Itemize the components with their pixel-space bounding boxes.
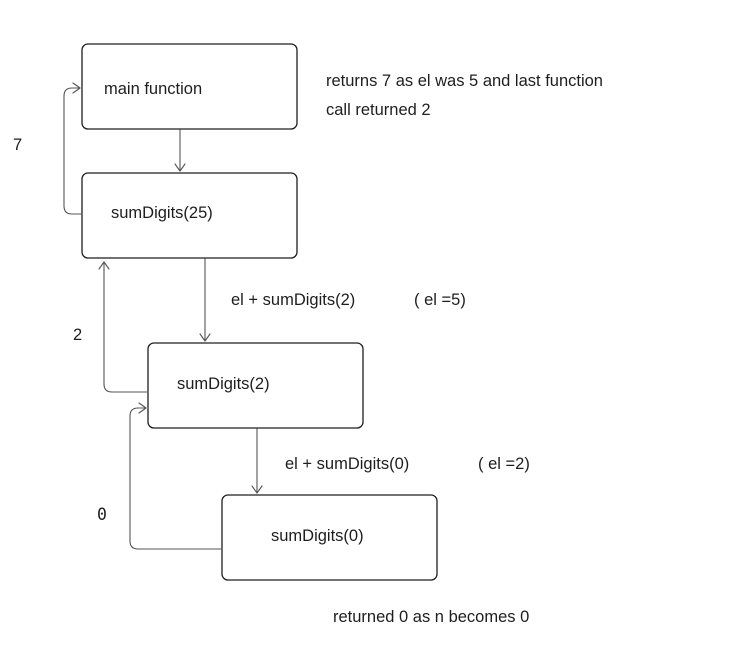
call-arrow-2-to-0: [251, 428, 263, 494]
edge-label-call-sumdigits-2: el + sumDigits(2): [231, 291, 355, 309]
return-value-0: 0: [97, 505, 107, 524]
node-sumdigits-25-box: [81, 172, 298, 259]
note-main-returns-line2: call returned 2: [326, 101, 431, 119]
return-arrow-2-to-25: [98, 261, 149, 393]
node-sumdigits-2-label: sumDigits(2): [177, 375, 270, 393]
note-main-returns-line1: returns 7 as el was 5 and last function: [326, 72, 603, 90]
return-arrow-25-to-main: [63, 82, 83, 215]
return-arrow-0-to-2: [129, 402, 223, 550]
node-main-function-box: [81, 43, 298, 130]
node-sumdigits-0-label: sumDigits(0): [271, 527, 364, 545]
edge-label-el-2: ( el =2): [478, 455, 530, 473]
note-base-case-return: returned 0 as n becomes 0: [333, 608, 529, 626]
edge-label-el-5: ( el =5): [414, 291, 466, 309]
node-main-function-label: main function: [104, 80, 202, 98]
node-sumdigits-2-box: [147, 342, 364, 429]
edge-label-call-sumdigits-0: el + sumDigits(0): [285, 455, 409, 473]
return-value-2: 2: [73, 326, 82, 344]
node-sumdigits-25-label: sumDigits(25): [111, 204, 213, 222]
call-arrow-main-to-25: [174, 129, 186, 172]
call-arrow-25-to-2: [199, 258, 211, 342]
node-sumdigits-0-box: [221, 494, 438, 581]
return-value-7: 7: [13, 136, 22, 154]
